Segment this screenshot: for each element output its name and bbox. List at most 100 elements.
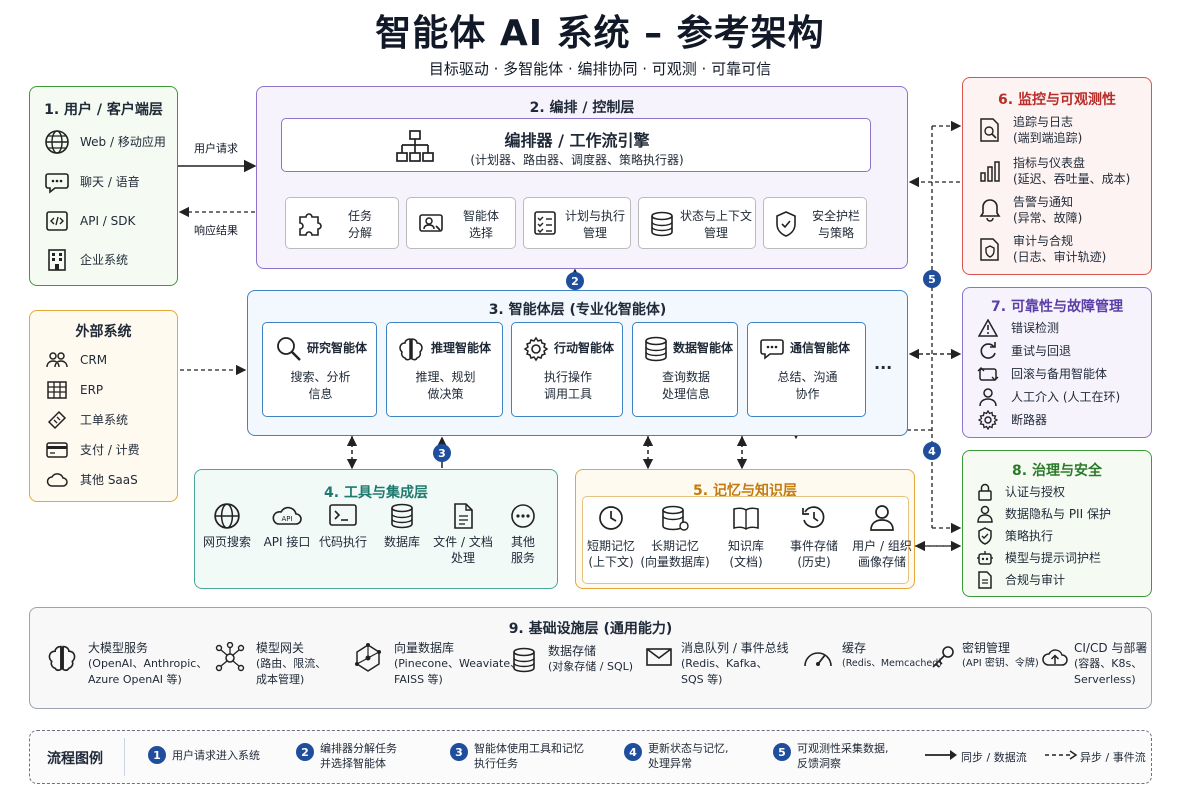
tool-line2: 服务 <box>510 551 535 565</box>
reliability-item-fallback: 回滚与备用智能体 <box>973 363 1107 385</box>
infrastructure-layer: 9. 基础设施层 (通用能力) <box>29 607 1152 709</box>
shield-check-icon <box>973 525 997 546</box>
card-icon <box>42 435 72 465</box>
client-item-label: 聊天 / 语音 <box>80 175 140 189</box>
agent-name: 研究智能体 <box>307 341 368 355</box>
external-item-label: CRM <box>80 353 108 367</box>
reliability-label: 断路器 <box>1011 413 1048 427</box>
code-icon <box>42 206 72 236</box>
module-task-decompose: 任务 分解 <box>285 197 399 249</box>
infra-item-cicd: CI/CD 与部署 (容器、K8s、 Serverless) <box>1040 640 1147 688</box>
warning-icon <box>973 317 1003 339</box>
external-item-payment: 支付 / 计费 <box>42 435 140 465</box>
client-item-label: API / SDK <box>80 214 136 228</box>
retry-icon <box>973 340 1003 362</box>
external-systems-title: 外部系统 <box>75 324 132 340</box>
cloud-icon <box>42 465 72 495</box>
governance-layer-title: 8. 治理与安全 <box>1012 463 1102 479</box>
trace-icon <box>975 115 1005 145</box>
memory-line2: (向量数据库) <box>640 555 710 569</box>
legend-step-line1: 更新状态与记忆, <box>648 742 729 755</box>
orchestrator-engine: 编排器 / 工作流引擎 (计划器、路由器、调度器、策略执行器) <box>281 118 871 172</box>
infra-line1: 密钥管理 <box>962 641 1011 655</box>
module-line1: 智能体 <box>462 209 499 223</box>
module-line2: 管理 <box>703 226 728 240</box>
agent-select-icon <box>417 209 445 237</box>
agent-name: 推理智能体 <box>431 341 492 355</box>
agent-card-comm: 通信智能体 总结、沟通 协作 <box>747 322 866 417</box>
external-item-label: ERP <box>80 383 104 397</box>
agent-card-research: 研究智能体 搜索、分析 信息 <box>262 322 377 417</box>
client-item-chat: 聊天 / 语音 <box>42 167 140 197</box>
memory-layer-title: 5. 记忆与知识层 <box>693 483 797 499</box>
reliability-label: 人工介入 (人工在环) <box>1011 390 1121 404</box>
checklist-icon <box>532 209 558 237</box>
reliability-layer-title: 7. 可靠性与故障管理 <box>991 299 1123 315</box>
database-icon <box>649 210 675 238</box>
client-layer-title: 1. 用户 / 客户端层 <box>44 102 163 118</box>
infra-line2: (API 密钥、令牌) <box>962 658 1039 669</box>
infra-line1: 向量数据库 <box>394 641 455 655</box>
infra-item-cache: 缓存 (Redis、Memcached) <box>800 640 942 674</box>
legend-step-line1: 智能体使用工具和记忆 <box>474 742 584 755</box>
tool-line1: 其他 <box>510 535 535 549</box>
users-icon <box>42 345 72 375</box>
infra-line3: 成本管理) <box>256 673 305 686</box>
book-icon <box>716 504 776 538</box>
legend-badge: 4 <box>624 743 642 761</box>
step-badge-5: 5 <box>923 270 941 288</box>
legend-step-line2: 反馈洞察 <box>797 757 841 770</box>
memory-line2: (文档) <box>729 555 763 569</box>
agent-desc-line2: 做决策 <box>427 387 464 401</box>
grid-icon <box>42 375 72 405</box>
memory-line2: (历史) <box>797 555 831 569</box>
client-item-web: Web / 移动应用 <box>42 127 166 157</box>
governance-label: 认证与授权 <box>1005 484 1066 499</box>
infra-item-queue: 消息队列 / 事件总线 (Redis、Kafka、 SQS 等) <box>643 640 789 688</box>
reliability-label: 重试与回退 <box>1011 344 1072 358</box>
tool-item-other: 其他 服务 <box>495 502 551 566</box>
reliability-layer: 7. 可靠性与故障管理 错误检测 重试与回退 回滚与备用智能体 人工介入 (人工… <box>962 287 1152 438</box>
infra-line3: Serverless) <box>1074 673 1136 686</box>
agent-card-action: 行动智能体 执行操作 调用工具 <box>511 322 623 417</box>
agent-name: 行动智能体 <box>554 341 615 355</box>
memory-line1: 事件存储 <box>789 539 838 553</box>
infra-line2: (容器、K8s、 <box>1074 657 1143 670</box>
file-icon <box>973 569 997 590</box>
tool-line1: 代码执行 <box>318 535 367 549</box>
infra-item-llm: 大模型服务 (OpenAI、Anthropic、 Azure OpenAI 等) <box>44 640 207 688</box>
monitoring-line2: (端到端追踪) <box>1013 131 1083 145</box>
legend-divider <box>124 738 125 776</box>
memory-line1: 用户 / 组织 <box>852 539 912 553</box>
key-icon <box>928 640 958 674</box>
infra-line1: CI/CD 与部署 <box>1074 641 1148 655</box>
memory-line2: (上下文) <box>588 555 634 569</box>
agent-desc-line2: 协作 <box>795 387 820 401</box>
governance-item-auth: 认证与授权 <box>973 481 1065 502</box>
legend-async-label: 异步 / 事件流 <box>1080 751 1146 764</box>
fallback-icon <box>973 363 1003 385</box>
tool-item-database: 数据库 <box>372 502 432 550</box>
memory-line1: 短期记忆 <box>586 539 635 553</box>
reliability-label: 回滚与备用智能体 <box>1011 367 1108 381</box>
memory-item-long: 长期记忆 (向量数据库) <box>637 504 713 570</box>
reliability-item-human: 人工介入 (人工在环) <box>973 386 1120 408</box>
monitoring-item-trace: 追踪与日志(端到端追踪) <box>975 114 1082 146</box>
agent-desc-line1: 执行操作 <box>543 370 592 384</box>
module-guardrails: 安全护栏 与策略 <box>763 197 867 249</box>
client-layer: 1. 用户 / 客户端层 Web / 移动应用 聊天 / 语音 API / SD… <box>29 86 178 286</box>
monitoring-line1: 指标与仪表盘 <box>1013 156 1086 170</box>
client-item-label: Web / 移动应用 <box>80 135 166 149</box>
agent-layer-title: 3. 智能体层 (专业化智能体) <box>488 302 667 318</box>
vector-net-icon <box>350 640 386 676</box>
monitoring-layer-title: 6. 监控与可观测性 <box>998 92 1116 108</box>
response-label: 响应结果 <box>194 224 238 237</box>
legend-async-arrow <box>1044 748 1078 762</box>
module-plan-exec: 计划与执行 管理 <box>523 197 631 249</box>
infra-line2: (对象存储 / SQL) <box>548 660 634 673</box>
legend-step-line2: 处理异常 <box>648 757 692 770</box>
orchestration-layer-title: 2. 编排 / 控制层 <box>529 100 635 116</box>
step-badge-2: 2 <box>566 272 584 290</box>
legend-badge: 2 <box>296 743 314 761</box>
module-agent-select: 智能体 选择 <box>406 197 516 249</box>
